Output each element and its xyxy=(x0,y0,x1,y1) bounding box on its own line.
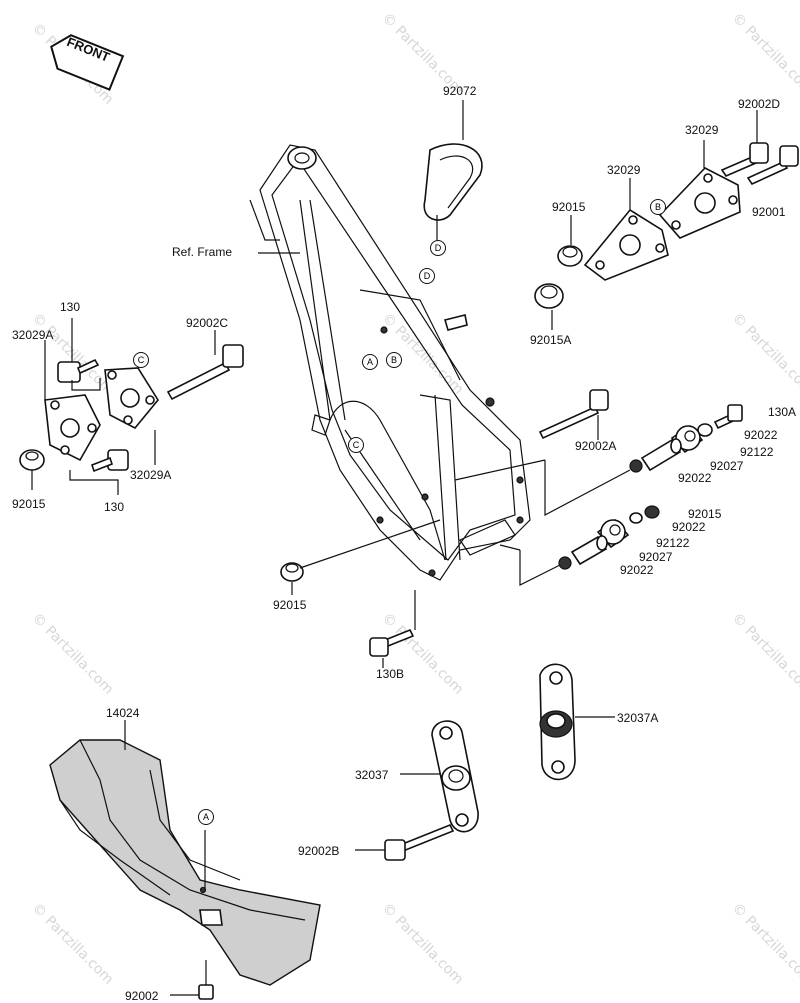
bolt-130B xyxy=(369,628,415,657)
part-label-92015: 92015 xyxy=(552,200,586,214)
part-label-32029: 32029 xyxy=(685,123,719,137)
bolt-92002A xyxy=(538,389,609,440)
part-label-92122: 92122 xyxy=(656,536,690,550)
callout-b: B xyxy=(386,352,402,368)
collar-92027-lower xyxy=(570,535,608,566)
ref-frame-label: Ref. Frame xyxy=(172,245,233,259)
frame-outline xyxy=(249,144,531,581)
part-label-32029a: 32029A xyxy=(12,328,54,342)
part-label-92015: 92015 xyxy=(12,497,46,511)
part-label-92001: 92001 xyxy=(752,205,786,219)
bolt-92001 xyxy=(746,145,799,186)
callout-c: C xyxy=(348,437,364,453)
part-label-92022: 92022 xyxy=(678,471,712,485)
part-label-92022: 92022 xyxy=(620,563,654,577)
bolt-130-bottom xyxy=(91,449,129,473)
nut-92015-left xyxy=(19,449,45,471)
link-32037A xyxy=(539,663,576,781)
part-label-92002a: 92002A xyxy=(575,439,617,453)
front-arrow-icon xyxy=(50,34,125,91)
collar-92027-upper xyxy=(640,438,682,472)
part-label-92022: 92022 xyxy=(744,428,778,442)
bolt-92002C xyxy=(166,344,244,401)
part-label-130b: 130B xyxy=(376,667,405,681)
part-label-92122: 92122 xyxy=(740,445,774,459)
band-92072 xyxy=(423,100,483,240)
part-label-92015a: 92015A xyxy=(530,333,572,347)
part-label-32029: 32029 xyxy=(607,163,641,177)
part-label-92002: 92002 xyxy=(125,989,159,1003)
bracket-32029A-left xyxy=(44,394,101,462)
bolt-92002D xyxy=(720,142,769,177)
callout-a: A xyxy=(198,809,214,825)
bolt-130-top xyxy=(57,358,100,383)
bolt-130A xyxy=(713,404,743,430)
bracket-32029-right xyxy=(658,167,741,239)
part-label-130: 130 xyxy=(104,500,125,514)
bolt-92002B xyxy=(384,823,455,861)
part-label-92015: 92015 xyxy=(688,507,722,521)
part-label-130: 130 xyxy=(60,300,81,314)
part-label-32037a: 32037A xyxy=(617,711,659,725)
part-label-92027: 92027 xyxy=(710,459,744,473)
callout-a: A xyxy=(362,354,378,370)
bolt-92002 xyxy=(198,984,214,1000)
part-label-92002b: 92002B xyxy=(298,844,340,858)
callout-b: B xyxy=(650,199,666,215)
bracket-32029A-right xyxy=(104,367,159,430)
part-label-92022: 92022 xyxy=(672,520,706,534)
part-label-32029a: 32029A xyxy=(130,468,172,482)
part-label-92002d: 92002D xyxy=(738,97,781,111)
callout-d: D xyxy=(419,268,435,284)
part-label-92072: 92072 xyxy=(443,84,477,98)
nut-92015A xyxy=(534,283,564,309)
link-32037 xyxy=(431,720,479,833)
nut-92015 xyxy=(557,245,583,267)
bracket-32029-mid xyxy=(583,208,669,281)
part-label-92002c: 92002C xyxy=(186,316,229,330)
skid-plate-14024 xyxy=(49,739,321,986)
part-label-92015: 92015 xyxy=(273,598,307,612)
part-label-14024: 14024 xyxy=(106,706,140,720)
callout-c: C xyxy=(133,352,149,368)
part-label-92027: 92027 xyxy=(639,550,673,564)
callout-d: D xyxy=(430,240,446,256)
part-label-130a: 130A xyxy=(768,405,797,419)
nut-92015-center xyxy=(280,562,304,582)
part-label-32037: 32037 xyxy=(355,768,389,782)
